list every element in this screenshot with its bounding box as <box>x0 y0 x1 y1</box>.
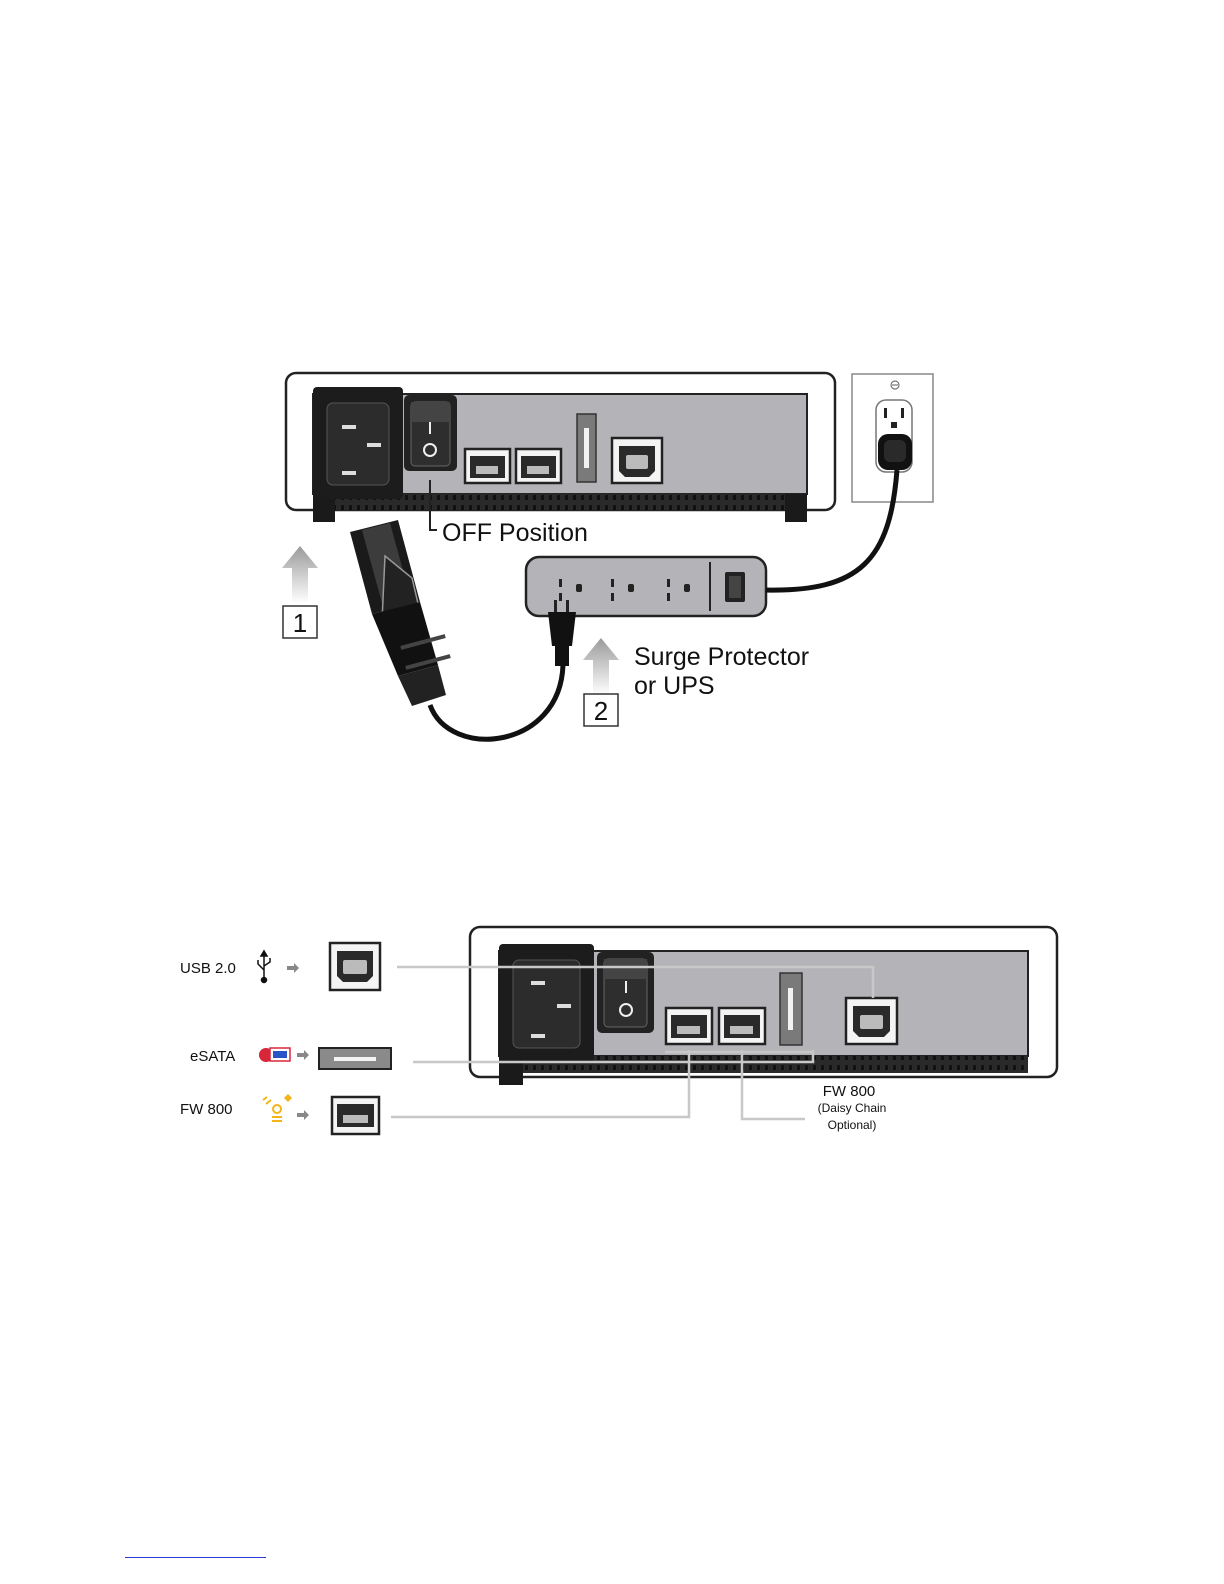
interface-diagram: USB 2.0 eSATA F <box>180 927 1057 1134</box>
power-inlet <box>313 387 403 499</box>
daisy-chain-note: (Daisy Chain <box>818 1101 887 1115</box>
esata-connector <box>319 1048 391 1069</box>
footnote-rule <box>125 1557 266 1558</box>
arrow-right-icon <box>297 1110 309 1120</box>
firewire-connector <box>332 1097 379 1134</box>
usb-icon <box>258 951 270 983</box>
firewire-daisy-label: FW 800 <box>823 1083 876 1100</box>
power-switch <box>404 395 457 471</box>
firewire-port-2 <box>516 449 561 483</box>
firewire-port-1 <box>465 449 510 483</box>
step-1-arrow-icon <box>282 546 318 603</box>
power-switch-2 <box>597 952 654 1033</box>
esata-label: eSATA <box>190 1048 235 1065</box>
surge-protector-label: Surge Protector <box>634 643 809 671</box>
arrow-right-icon <box>287 963 299 973</box>
arrow-right-icon <box>297 1050 309 1060</box>
step-1-badge: 1 <box>283 606 317 638</box>
esata-logo-icon <box>259 1048 290 1062</box>
firewire-label: FW 800 <box>180 1101 233 1118</box>
surge-protector <box>526 557 766 616</box>
firewire-logo-icon <box>263 1094 292 1121</box>
usb-port-2 <box>846 998 897 1044</box>
step-2-number: 2 <box>594 696 608 726</box>
firewire-port-1-b <box>666 1008 712 1044</box>
power-diagram: OFF Position <box>282 373 933 739</box>
usb-port <box>612 438 662 483</box>
surge-protector-label-line2: or UPS <box>634 672 715 700</box>
daisy-chain-note-line2: Optional) <box>828 1118 877 1132</box>
off-position-label: OFF Position <box>442 519 588 547</box>
usb-b-connector <box>330 943 380 990</box>
step-2-arrow-icon <box>583 638 619 695</box>
usb-label: USB 2.0 <box>180 960 236 977</box>
esata-port-2 <box>780 973 802 1045</box>
power-inlet-2 <box>499 944 594 1062</box>
firewire-port-2-b <box>719 1008 765 1044</box>
drive-power-cable <box>430 665 563 739</box>
iec-power-plug <box>350 520 451 706</box>
esata-port <box>577 414 596 482</box>
wall-outlet <box>852 374 933 502</box>
step-1-number: 1 <box>293 608 307 638</box>
step-2-badge: 2 <box>584 694 618 726</box>
